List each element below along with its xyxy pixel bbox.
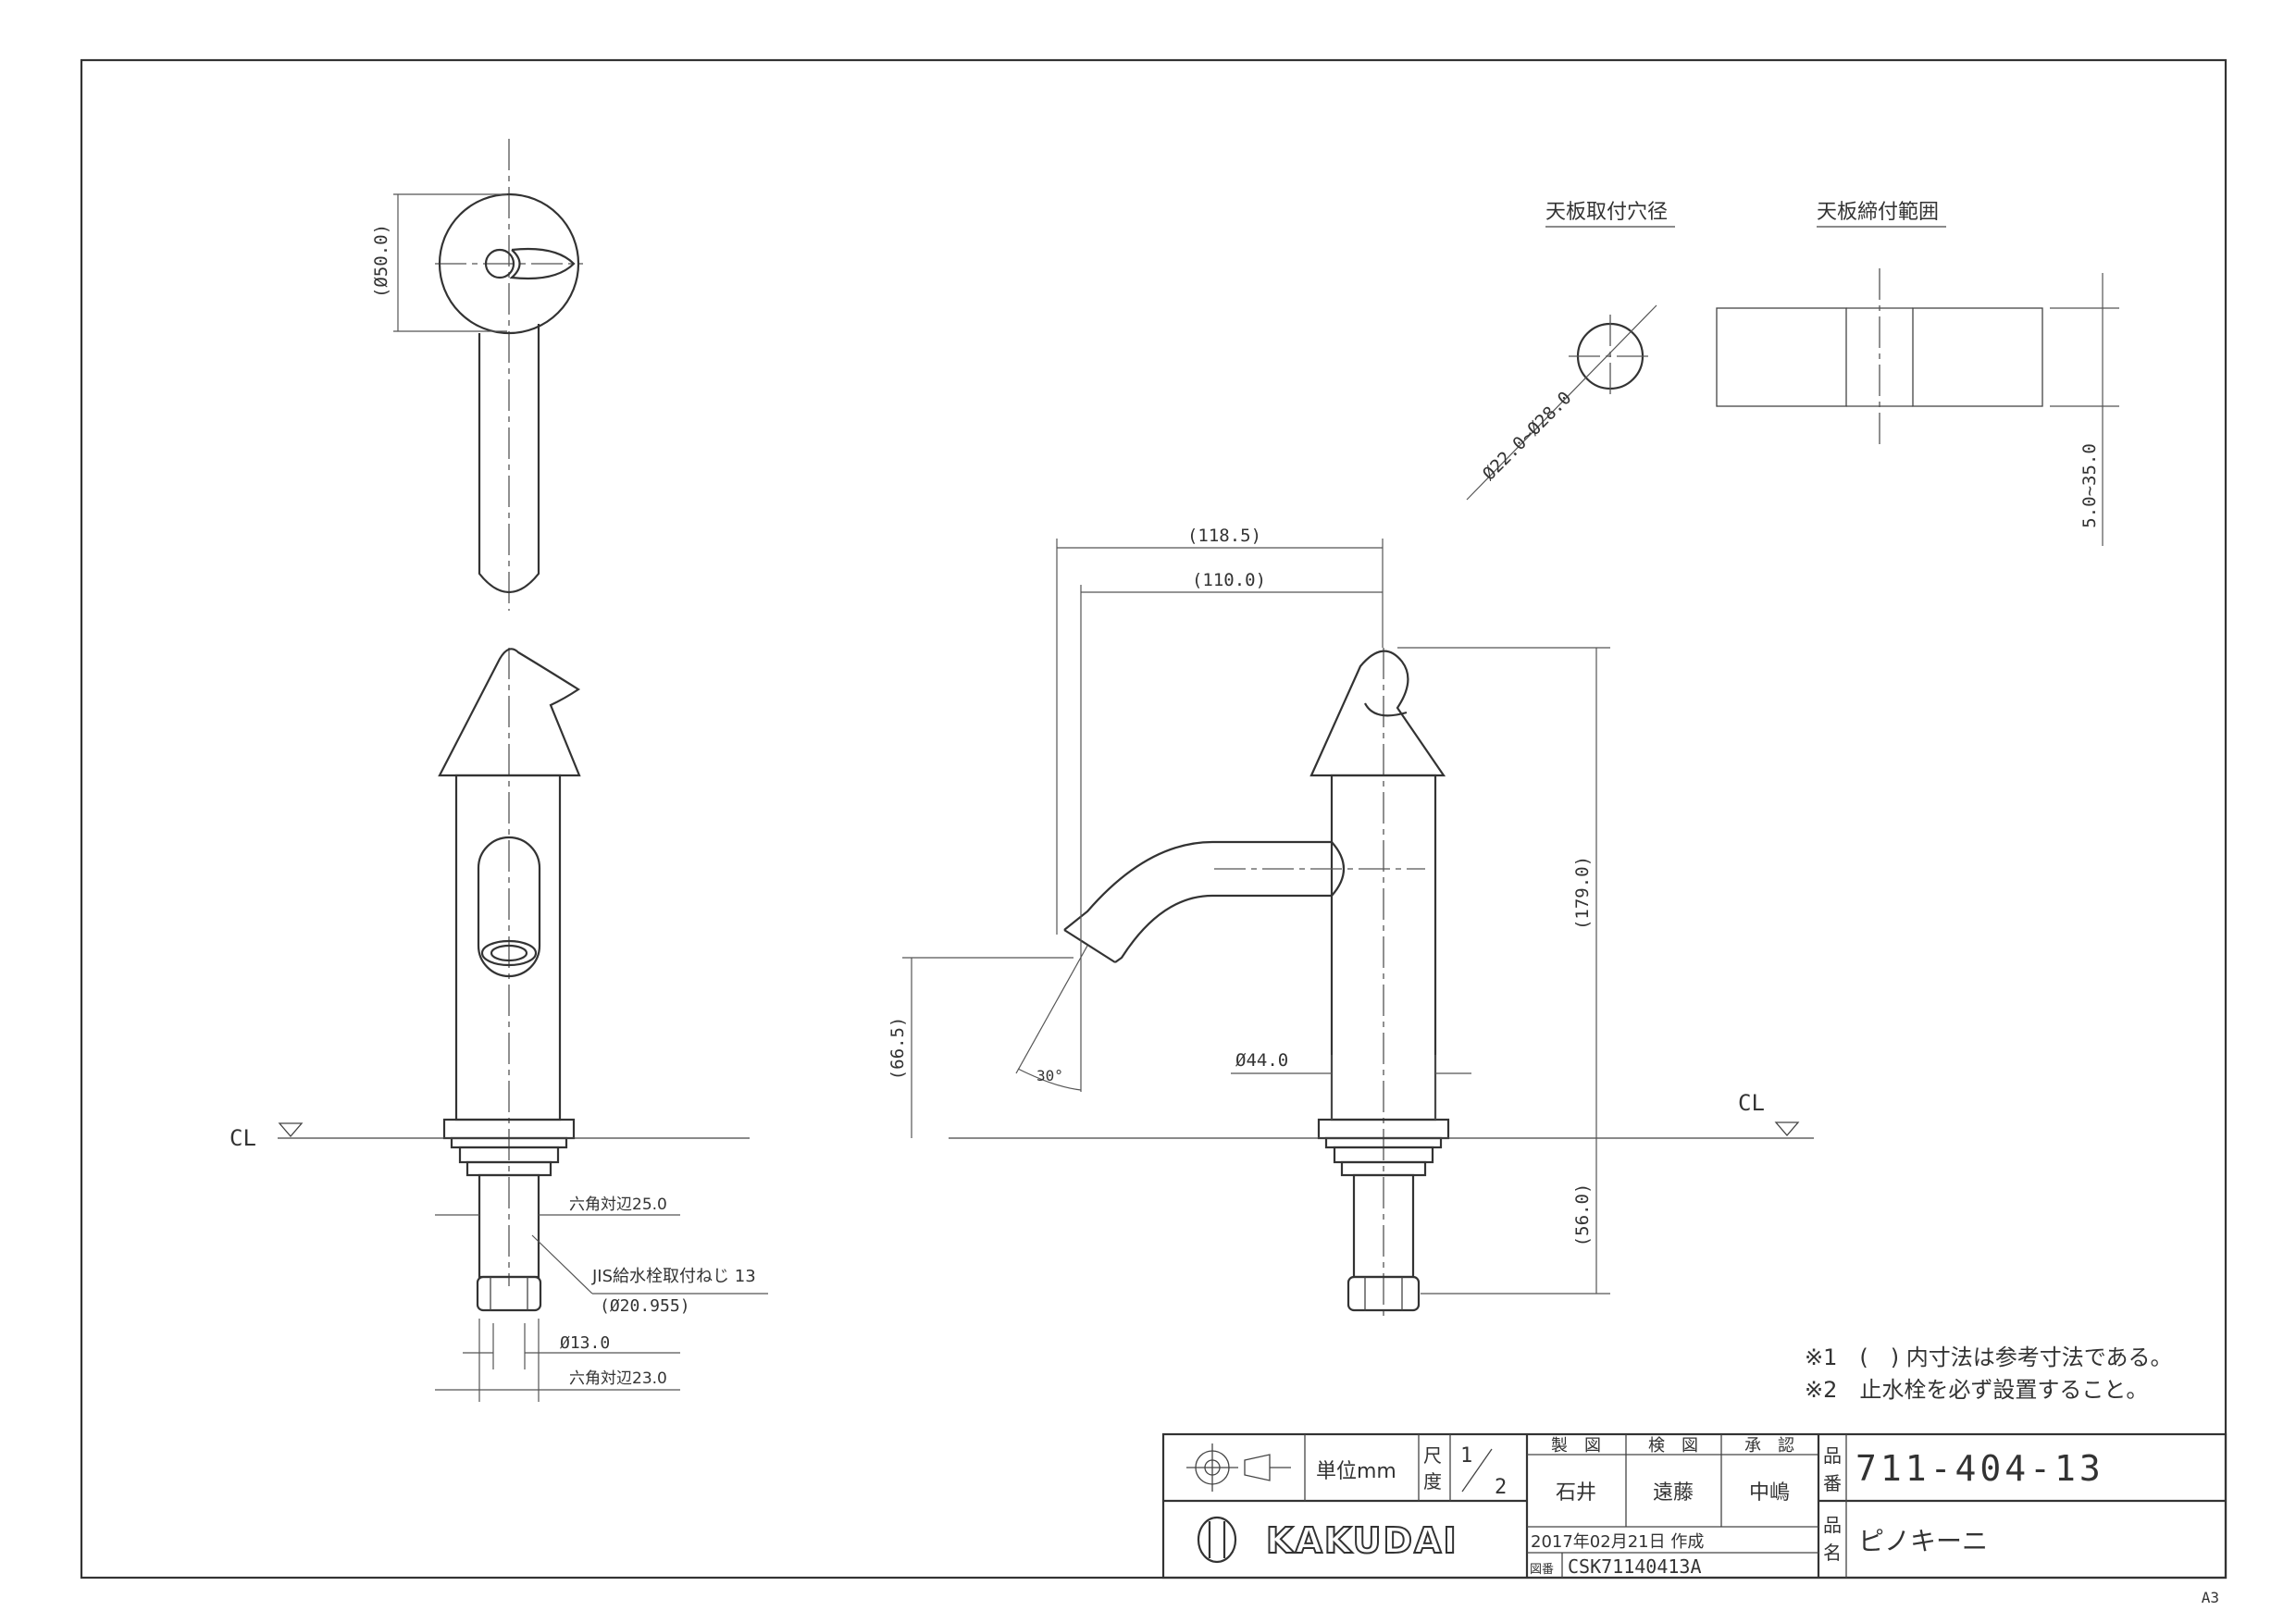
- part-no-label-2: 番: [1823, 1472, 1842, 1494]
- sheet-border: [80, 58, 2228, 1580]
- thickness-range: 5.0~35.0: [2079, 443, 2100, 528]
- angle-label: 30°: [1036, 1067, 1063, 1084]
- scale-num: 1: [1460, 1444, 1472, 1468]
- product-name: ピノキーニ: [1858, 1526, 1988, 1556]
- dim-118: (118.5): [1187, 526, 1261, 546]
- role-drafter: 製 図: [1551, 1436, 1601, 1456]
- name-label-2: 名: [1823, 1542, 1842, 1564]
- sheet-size: A3: [2202, 1589, 2219, 1606]
- thickness-title: 天板締付範囲: [1817, 201, 1939, 224]
- projection-cone-icon: [1244, 1454, 1271, 1481]
- hole-range: Ø22.0~Ø28.0: [1479, 388, 1576, 485]
- date-created: 2017年02月21日 作成: [1531, 1532, 1704, 1552]
- hole-title: 天板取付穴径: [1545, 201, 1668, 224]
- name-drafter: 石井: [1556, 1481, 1596, 1505]
- role-approver: 承 認: [1744, 1436, 1794, 1456]
- dia-44-label: Ø44.0: [1235, 1050, 1288, 1071]
- hex-23-label: 六角対辺23.0: [569, 1369, 667, 1388]
- hole-detail: 天板取付穴径 Ø22.0~Ø28.0: [1466, 201, 1675, 501]
- scale-label-1: 尺: [1423, 1444, 1442, 1467]
- drawing-no-label: 図番: [1530, 1563, 1554, 1577]
- name-approver: 中嶋: [1749, 1481, 1790, 1505]
- front-view: CL 六角対辺25.0 JIS給水栓取付ねじ 13 (Ø20.955) Ø13.…: [230, 648, 768, 1402]
- unit-label: 単位mm: [1316, 1460, 1396, 1483]
- top-dia-label: (Ø50.0): [371, 224, 391, 298]
- dia-13-label: Ø13.0: [560, 1333, 610, 1353]
- part-number: 711-404-13: [1855, 1448, 2104, 1489]
- brand-name: KAKUDAI: [1266, 1520, 1458, 1561]
- scale-den: 2: [1495, 1476, 1507, 1499]
- dim-179: (179.0): [1572, 856, 1593, 930]
- dim-56: (56.0): [1572, 1183, 1593, 1247]
- top-view: (Ø50.0): [371, 139, 583, 611]
- part-no-label-1: 品: [1823, 1444, 1842, 1467]
- side-cl-label: CL: [1738, 1090, 1765, 1116]
- scale-label-2: 度: [1423, 1470, 1442, 1493]
- front-cl-label: CL: [230, 1125, 256, 1151]
- name-label-1: 品: [1823, 1514, 1842, 1536]
- title-block: 単位mm 尺 度 1 2 製 図 検 図 承 認 石井 遠藤 中嶋 品 番 71…: [1161, 1432, 2228, 1580]
- note-2: ※2 止水栓を必ず設置すること。: [1805, 1377, 2148, 1403]
- kakudai-logo: KAKUDAI: [1197, 1516, 1458, 1564]
- thread-label: JIS給水栓取付ねじ 13: [591, 1267, 756, 1286]
- thickness-detail: 天板締付範囲 5.0~35.0: [1716, 201, 2119, 546]
- drawing-number: CSK71140413A: [1568, 1555, 1702, 1578]
- note-1: ※1 ( ) 内寸法は参考寸法である。: [1805, 1344, 2173, 1370]
- dim-110: (110.0): [1192, 570, 1266, 590]
- side-view: CL (118.5) (110.0) (179.0) (56.0) (66.5)…: [887, 526, 1814, 1319]
- role-checker: 検 図: [1648, 1436, 1698, 1456]
- dim-66: (66.5): [887, 1017, 908, 1081]
- name-checker: 遠藤: [1653, 1481, 1694, 1505]
- hex-25-label: 六角対辺25.0: [569, 1196, 667, 1214]
- thread-dia-label: (Ø20.955): [600, 1296, 690, 1316]
